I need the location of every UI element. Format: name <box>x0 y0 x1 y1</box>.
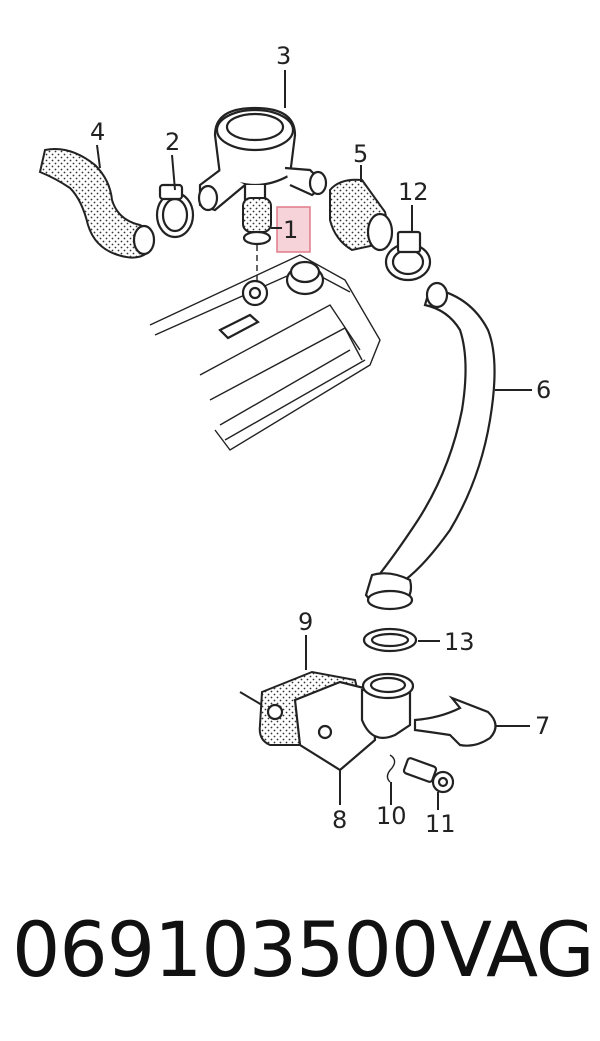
valve-cover-drawing <box>149 254 381 451</box>
breather-valve-drawing <box>197 106 328 212</box>
hose-part-6-drawing <box>364 281 496 611</box>
part-number: 069103500 <box>12 905 439 994</box>
clip-part-7-drawing <box>413 695 497 747</box>
callout-8: 8 <box>332 806 347 834</box>
callout-10: 10 <box>376 802 407 830</box>
callout-6: 6 <box>536 376 551 404</box>
callout-12: 12 <box>398 178 429 206</box>
clamp-part-12-drawing <box>384 230 432 282</box>
callout-9: 9 <box>298 608 313 636</box>
footer: 069103500 VAG <box>0 905 600 1005</box>
clip-part-10-drawing <box>386 754 396 783</box>
grommet-part-1-drawing <box>242 197 311 285</box>
callout-2: 2 <box>165 128 180 156</box>
elbow-part-8-drawing <box>293 672 415 772</box>
leader-lines <box>96 70 532 810</box>
callout-11: 11 <box>425 810 456 838</box>
o-ring-part-13-drawing <box>362 627 418 653</box>
callout-3: 3 <box>276 42 291 70</box>
callout-7: 7 <box>535 712 550 740</box>
bolt-part-11-drawing <box>402 757 455 794</box>
callout-4: 4 <box>90 118 105 146</box>
sleeve-part-5-drawing <box>329 178 394 252</box>
callout-5: 5 <box>353 140 368 168</box>
callout-13: 13 <box>444 628 475 656</box>
exploded-parts-diagram: 3 4 2 5 12 1 6 9 13 7 8 10 11 <box>38 42 551 838</box>
brand-name: VAG <box>440 905 595 994</box>
hose-part-4-drawing <box>38 148 156 259</box>
callout-1: 1 <box>283 216 298 244</box>
clamp-part-2-drawing <box>155 183 195 239</box>
